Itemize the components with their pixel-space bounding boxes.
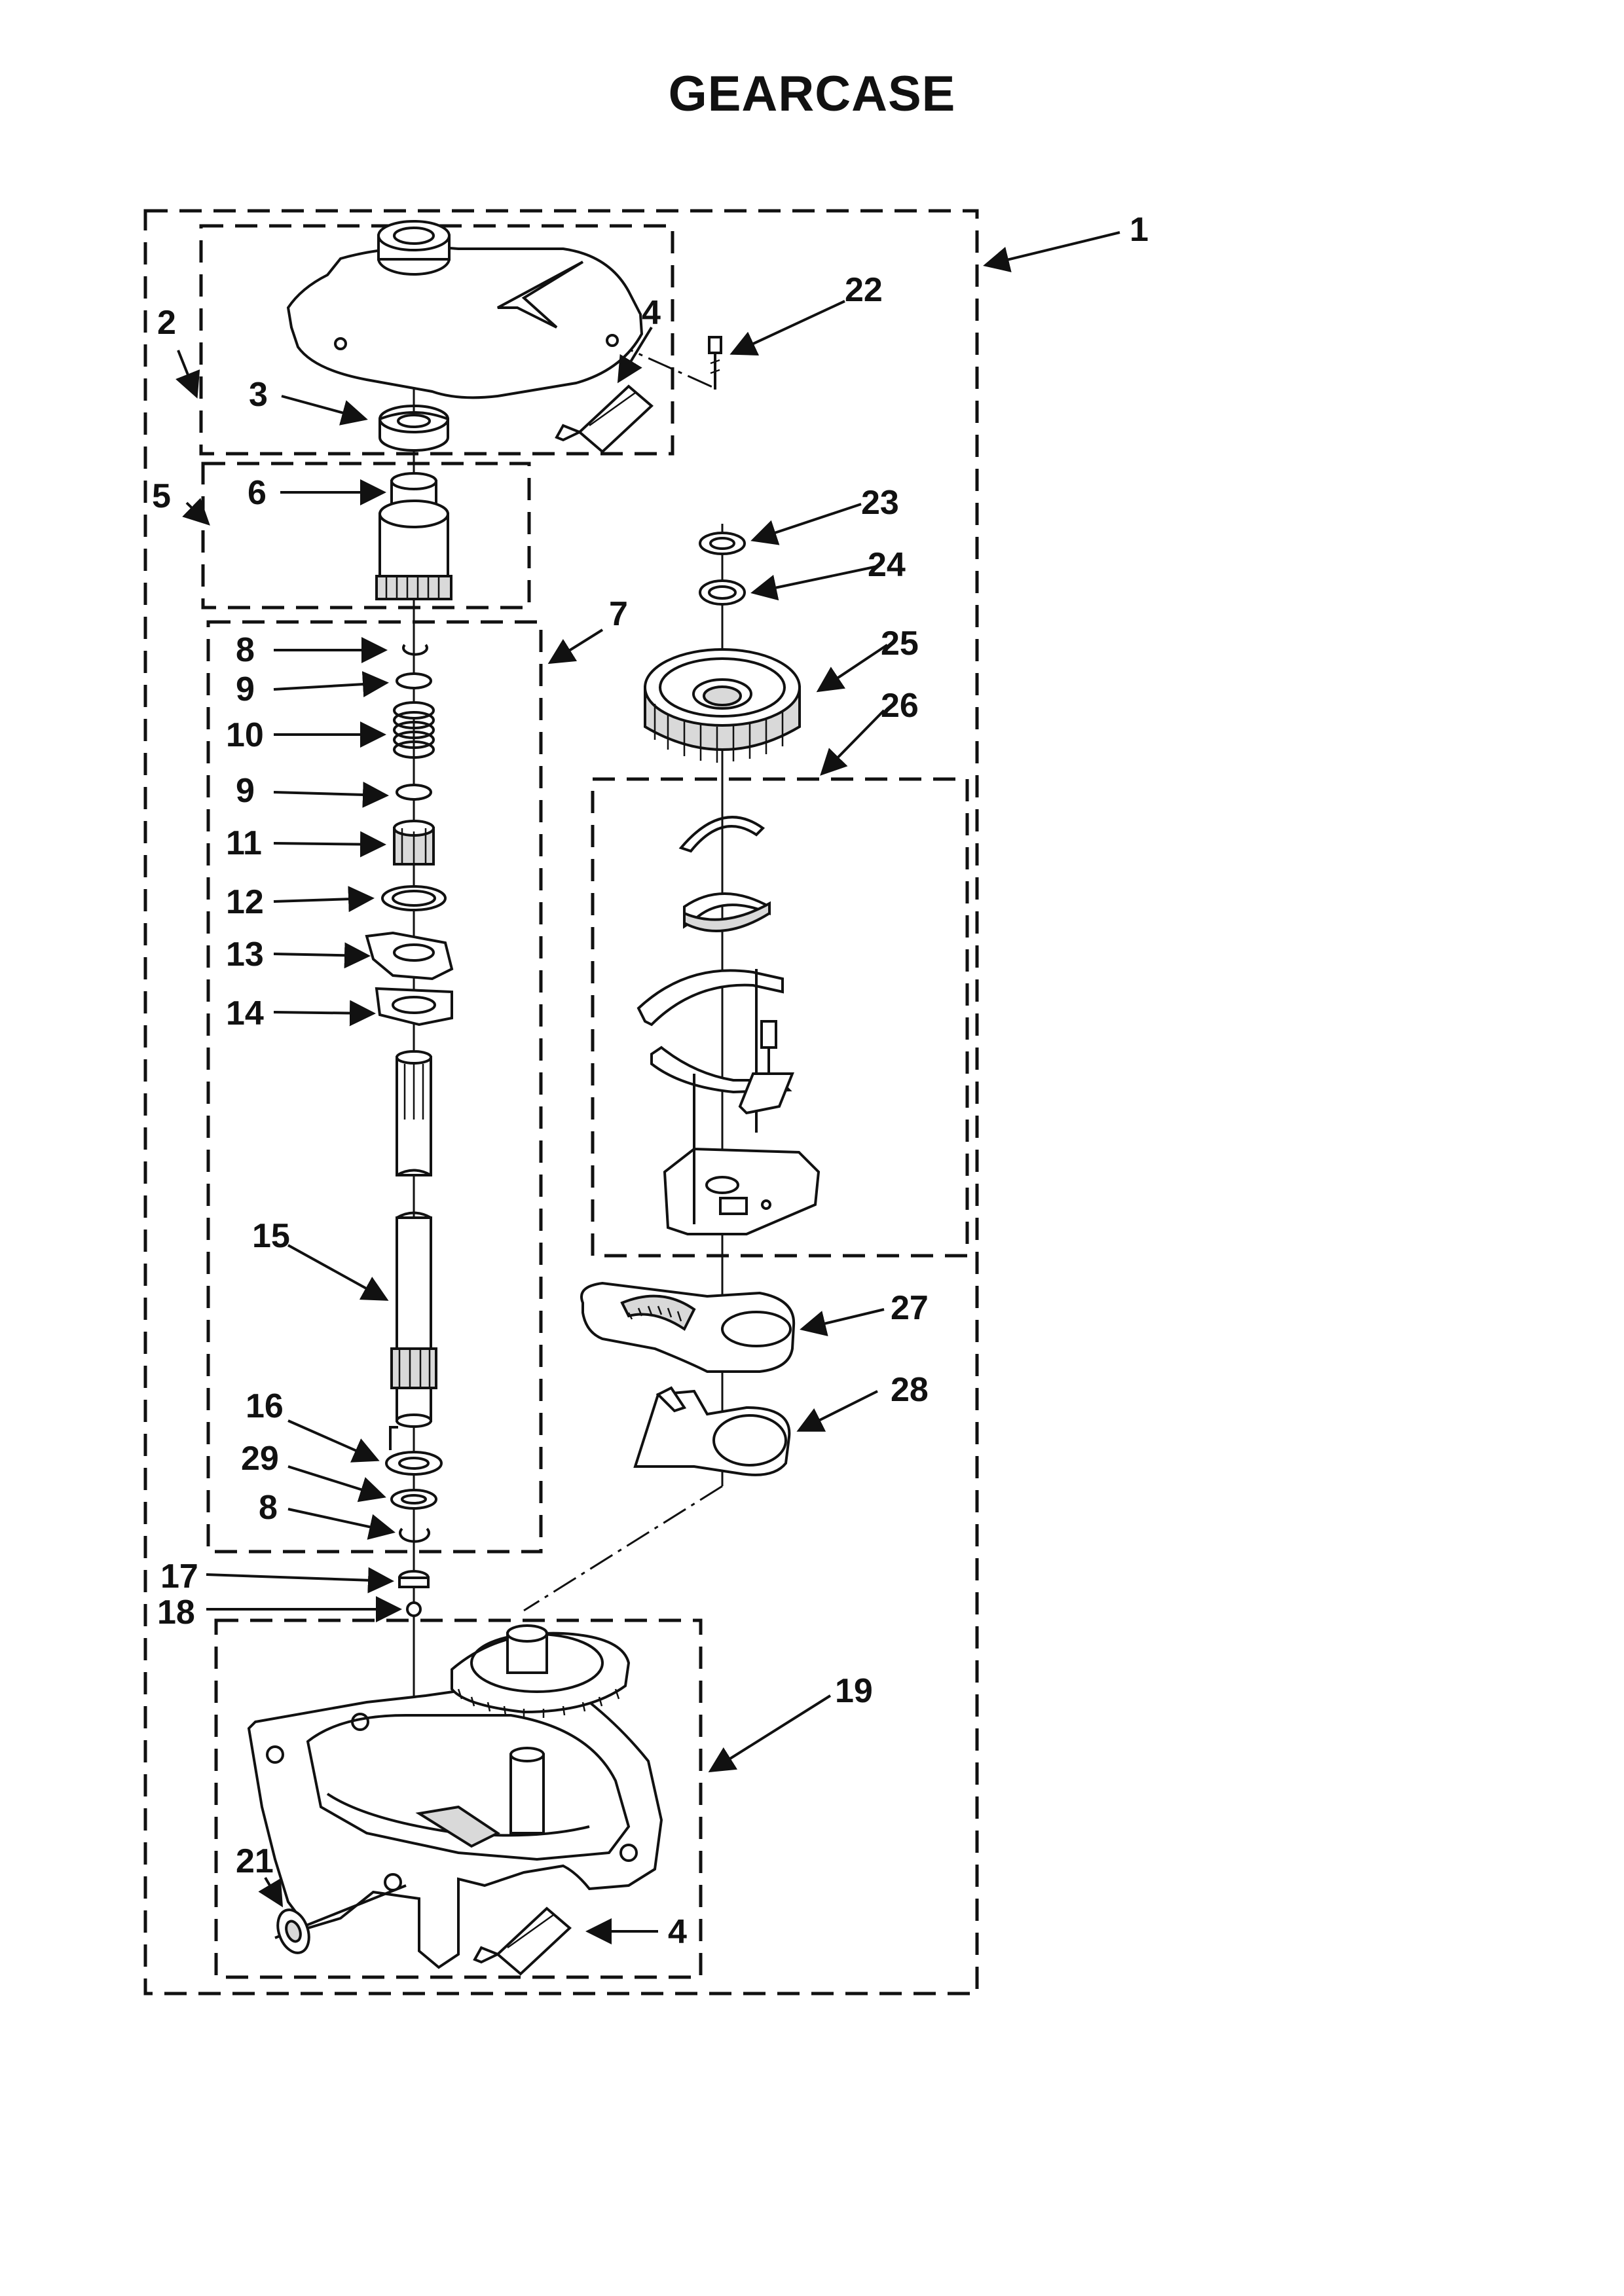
case-box-19 — [214, 1618, 703, 1979]
cover-box-2 — [199, 224, 674, 456]
callout-14: 14 — [226, 994, 264, 1032]
upper-washers — [699, 532, 746, 606]
gearcase-housing — [247, 1624, 663, 1969]
callout-7: 7 — [609, 595, 628, 633]
callout-19: 19 — [835, 1672, 873, 1710]
callout-9-upper: 9 — [236, 670, 255, 708]
callout-24: 24 — [868, 546, 906, 584]
large-gear — [644, 648, 801, 763]
callout-16: 16 — [246, 1387, 284, 1425]
sealant-tube-lower — [473, 1906, 572, 1976]
callout-6: 6 — [248, 474, 267, 512]
screw-part — [708, 336, 722, 390]
callout-28: 28 — [891, 1371, 929, 1409]
callout-labels: 1 2 3 4 5 6 7 8 9 10 9 11 12 13 14 15 16… — [152, 211, 1149, 1951]
agitator-shaft — [390, 1050, 437, 1428]
shift-fork — [633, 1386, 791, 1476]
shift-assembly — [637, 816, 821, 1235]
callout-10: 10 — [226, 716, 264, 754]
callout-2: 2 — [157, 304, 176, 342]
callout-22: 22 — [845, 271, 883, 309]
callout-18: 18 — [157, 1594, 195, 1631]
callout-5: 5 — [152, 477, 171, 515]
gearcase-cover — [286, 220, 644, 399]
pinion-assembly — [375, 472, 452, 600]
callout-4-lower: 4 — [668, 1913, 687, 1951]
callout-3: 3 — [249, 376, 268, 414]
callout-13: 13 — [226, 936, 264, 974]
callout-17: 17 — [160, 1558, 198, 1595]
callout-11: 11 — [226, 824, 262, 862]
sealant-tube-upper — [555, 384, 654, 454]
seal-part — [378, 405, 449, 452]
lower-shaft-parts — [385, 1426, 443, 1617]
callout-23: 23 — [861, 484, 899, 522]
callout-15: 15 — [252, 1217, 290, 1255]
connect-axis-line — [523, 1485, 723, 1612]
assembly-box-1 — [143, 209, 979, 1995]
callout-8-lower: 8 — [259, 1489, 278, 1527]
callout-21: 21 — [236, 1842, 274, 1880]
shaft-small-parts — [365, 644, 454, 1027]
callout-9-lower: 9 — [236, 772, 255, 810]
leader-arrows — [175, 231, 1120, 1944]
callout-29: 29 — [241, 1440, 279, 1478]
callout-8-upper: 8 — [236, 631, 255, 669]
callout-27: 27 — [891, 1289, 929, 1327]
shift-box-26 — [591, 777, 969, 1258]
shaft-box-7 — [206, 620, 543, 1554]
callout-26: 26 — [881, 687, 919, 725]
pinion-box-5 — [201, 462, 531, 610]
callout-12: 12 — [226, 883, 264, 921]
callout-25: 25 — [881, 625, 919, 663]
housing-seal — [276, 1908, 310, 1954]
diagram-title: GEARCASE — [668, 66, 956, 122]
callout-1: 1 — [1130, 211, 1149, 249]
drive-arm — [580, 1281, 796, 1373]
callout-4-upper: 4 — [642, 294, 661, 332]
